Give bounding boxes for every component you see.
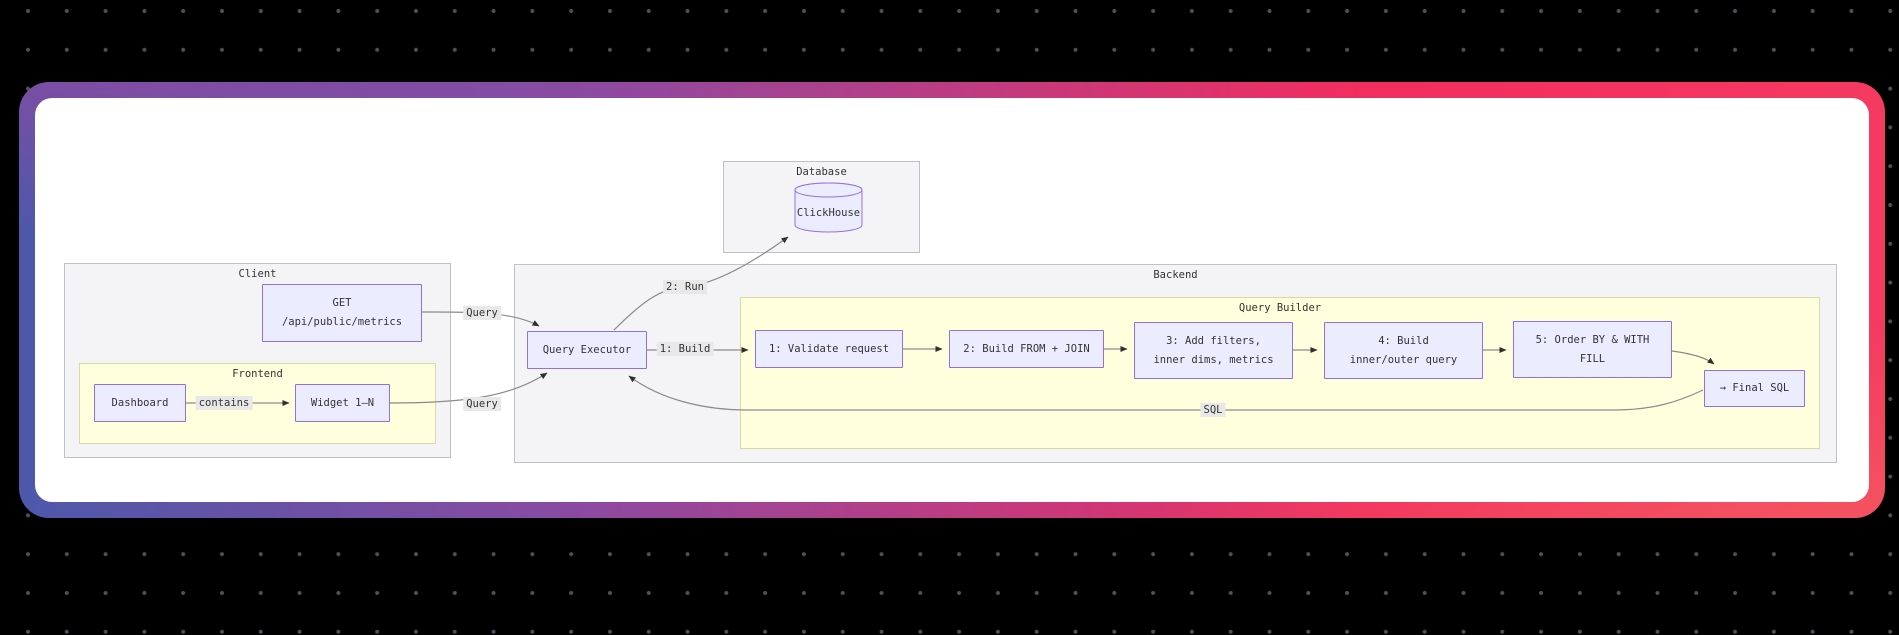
cluster-frontend-label: Frontend bbox=[232, 368, 283, 380]
node-step5-line1: 5: Order BY & WITH bbox=[1535, 333, 1650, 346]
node-step5-line2: FILL bbox=[1579, 352, 1606, 365]
node-step3-line2: inner dims, metrics bbox=[1153, 353, 1274, 366]
edge-finalsql-sql-executor bbox=[628, 375, 1704, 411]
node-get-endpoint-line2: /api/public/metrics bbox=[281, 316, 403, 328]
node-step4-inner-outer: 4: Build inner/outer query bbox=[1324, 322, 1483, 379]
edge-widget-query-executor bbox=[389, 372, 548, 404]
cluster-database-label: Database bbox=[796, 166, 847, 178]
edge-label-query-bottom: Query bbox=[463, 397, 501, 411]
node-step1-validate: 1: Validate request bbox=[755, 330, 903, 368]
node-get-endpoint: GET /api/public/metrics bbox=[262, 284, 422, 342]
node-query-executor-label: Query Executor bbox=[542, 343, 632, 356]
node-step2-from-join: 2: Build FROM + JOIN bbox=[949, 330, 1104, 368]
node-step2-label: 2: Build FROM + JOIN bbox=[963, 342, 1090, 355]
node-dashboard: Dashboard bbox=[94, 384, 186, 422]
node-widget-label: Widget 1–N bbox=[310, 396, 375, 409]
edge-label-sql: SQL bbox=[1200, 403, 1226, 417]
node-step4-line2: inner/outer query bbox=[1349, 353, 1458, 366]
node-step3-filters: 3: Add filters, inner dims, metrics bbox=[1134, 322, 1293, 379]
node-clickhouse-label: ClickHouse bbox=[796, 207, 861, 219]
cylinder-shape bbox=[794, 182, 863, 233]
node-final-sql: → Final SQL bbox=[1704, 370, 1805, 407]
node-widget: Widget 1–N bbox=[295, 384, 390, 422]
node-query-executor: Query Executor bbox=[527, 331, 647, 369]
node-step3-line1: 3: Add filters, bbox=[1166, 334, 1261, 347]
edge-label-run: 2: Run bbox=[663, 280, 707, 294]
edge-label-contains: contains bbox=[195, 396, 253, 410]
node-step4-line1: 4: Build bbox=[1378, 334, 1429, 347]
node-step1-label: 1: Validate request bbox=[768, 342, 890, 355]
cluster-query-builder-label: Query Builder bbox=[1238, 302, 1322, 314]
cluster-client-label: Client bbox=[238, 268, 277, 280]
node-final-sql-label: → Final SQL bbox=[1719, 382, 1790, 394]
edge-label-query-top: Query bbox=[463, 306, 501, 320]
node-dashboard-label: Dashboard bbox=[111, 396, 169, 409]
node-clickhouse: ClickHouse bbox=[794, 182, 863, 233]
edge-label-build: 1: Build bbox=[656, 342, 714, 356]
node-get-endpoint-line1: GET bbox=[332, 297, 352, 309]
cluster-backend-label: Backend bbox=[1153, 269, 1198, 281]
edge-step5-finalsql bbox=[1671, 350, 1715, 365]
node-step5-orderby: 5: Order BY & WITH FILL bbox=[1513, 321, 1672, 378]
